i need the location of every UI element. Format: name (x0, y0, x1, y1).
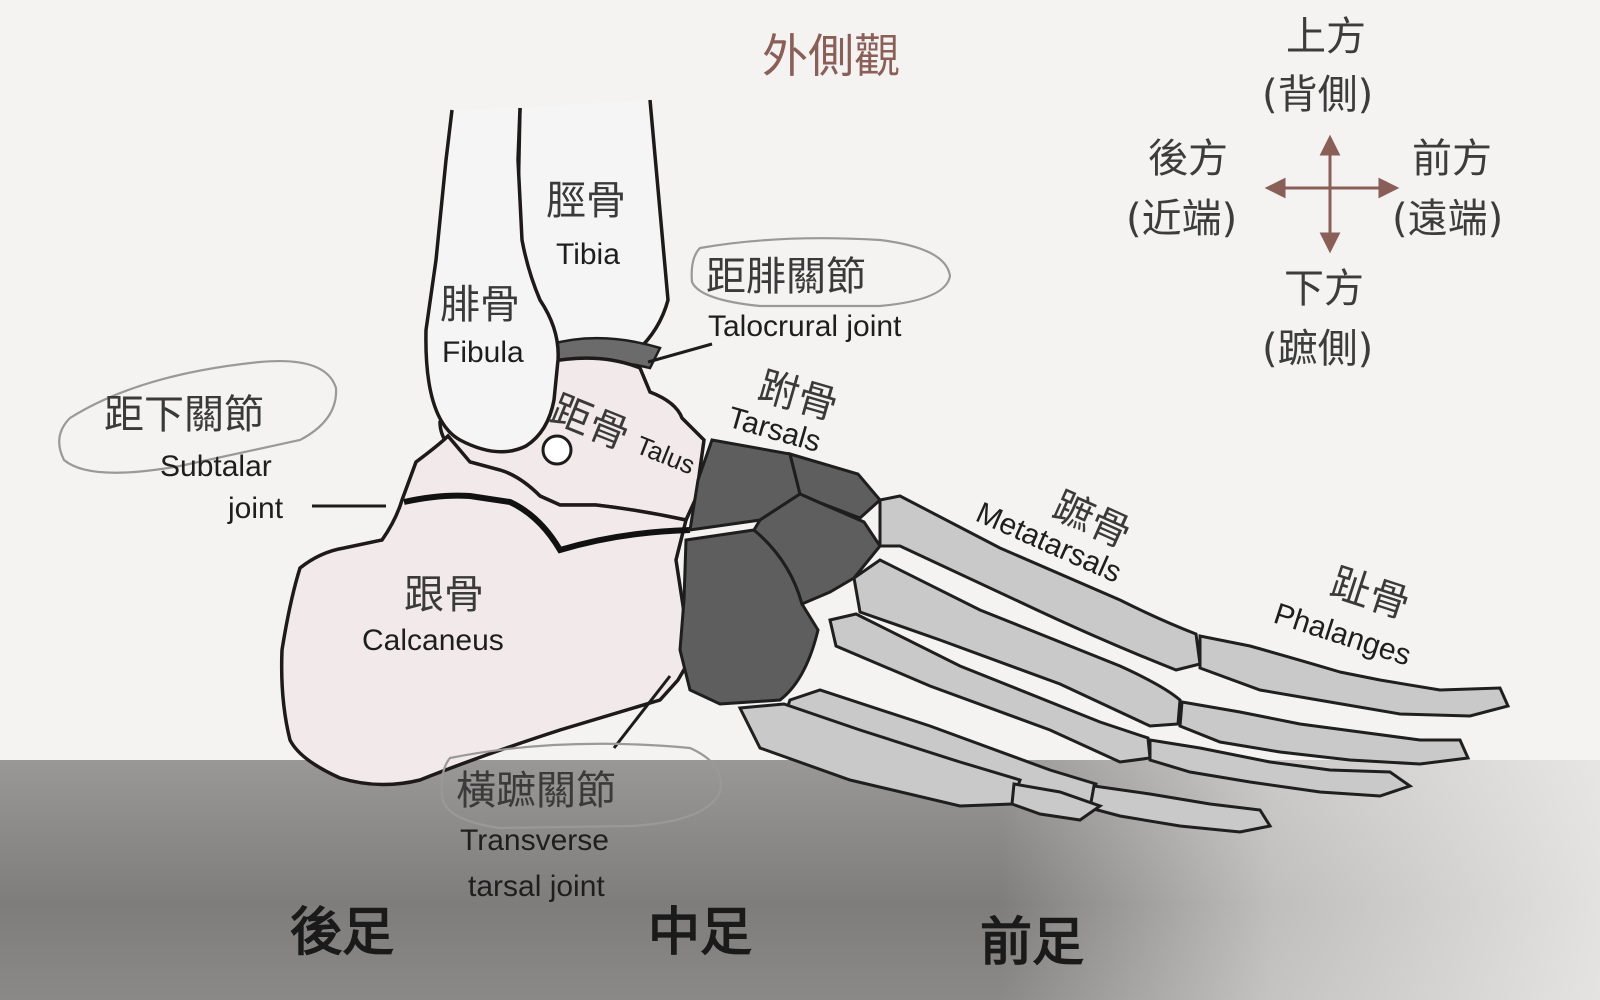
subtalar-label-en-2: joint (227, 492, 284, 525)
transverse-label-zh: 橫蹠關節 (456, 768, 616, 814)
region-midfoot: 中足 (648, 903, 752, 963)
subtalar-joint-line (403, 492, 691, 554)
direction-up-sub: (背側) (1262, 72, 1373, 118)
talocrural-label-zh: 距腓關節 (706, 254, 866, 300)
phalange-row-3 (1148, 738, 1414, 798)
direction-front-zh: 前方 (1412, 136, 1492, 182)
subtalar-label-en-1: Subtalar (160, 450, 272, 483)
direction-arrows (1264, 134, 1400, 254)
phalange-row-2 (1178, 700, 1471, 766)
phalange-row-4 (1088, 784, 1273, 834)
talocrural-label-en: Talocrural joint (708, 310, 902, 343)
view-title: 外側觀 (762, 29, 900, 83)
transverse-label-en-2: tarsal joint (468, 870, 605, 903)
fibula-label-en: Fibula (442, 336, 524, 369)
subtalar-label-zh: 距下關節 (104, 392, 264, 438)
transverse-pointer (612, 675, 672, 749)
talocrural-oval (690, 237, 952, 308)
calcaneus-label-zh: 跟骨 (404, 572, 484, 618)
direction-front-sub: (遠端) (1392, 196, 1503, 242)
tibia-label-zh: 脛骨 (546, 178, 626, 224)
fibula-label-zh: 腓骨 (440, 282, 520, 328)
region-forefoot: 前足 (980, 913, 1084, 973)
transverse-label-en-1: Transverse (460, 824, 609, 857)
direction-back-sub: (近端) (1126, 196, 1237, 242)
metatarsal-1 (878, 494, 1202, 672)
calcaneus-label-en: Calcaneus (362, 624, 504, 657)
subtalar-oval (58, 360, 338, 474)
fibula-bone (424, 107, 560, 454)
tibia-label-en: Tibia (556, 238, 620, 271)
talocrural-pointer (647, 342, 713, 364)
metatarsal-2 (852, 558, 1182, 728)
phalange-row-5 (1010, 782, 1104, 822)
transverse-oval (440, 742, 722, 830)
calcaneus-bone (279, 433, 694, 787)
tarsal-cuneiform-2 (752, 492, 882, 607)
talus-circle (541, 434, 573, 466)
direction-down-zh: 下方 (1284, 266, 1364, 312)
region-hindfoot: 後足 (290, 903, 394, 963)
direction-down-sub: (蹠側) (1262, 326, 1373, 372)
direction-back-zh: 後方 (1148, 136, 1228, 182)
phalange-row-1 (1198, 634, 1511, 718)
direction-up-zh: 上方 (1286, 14, 1366, 60)
